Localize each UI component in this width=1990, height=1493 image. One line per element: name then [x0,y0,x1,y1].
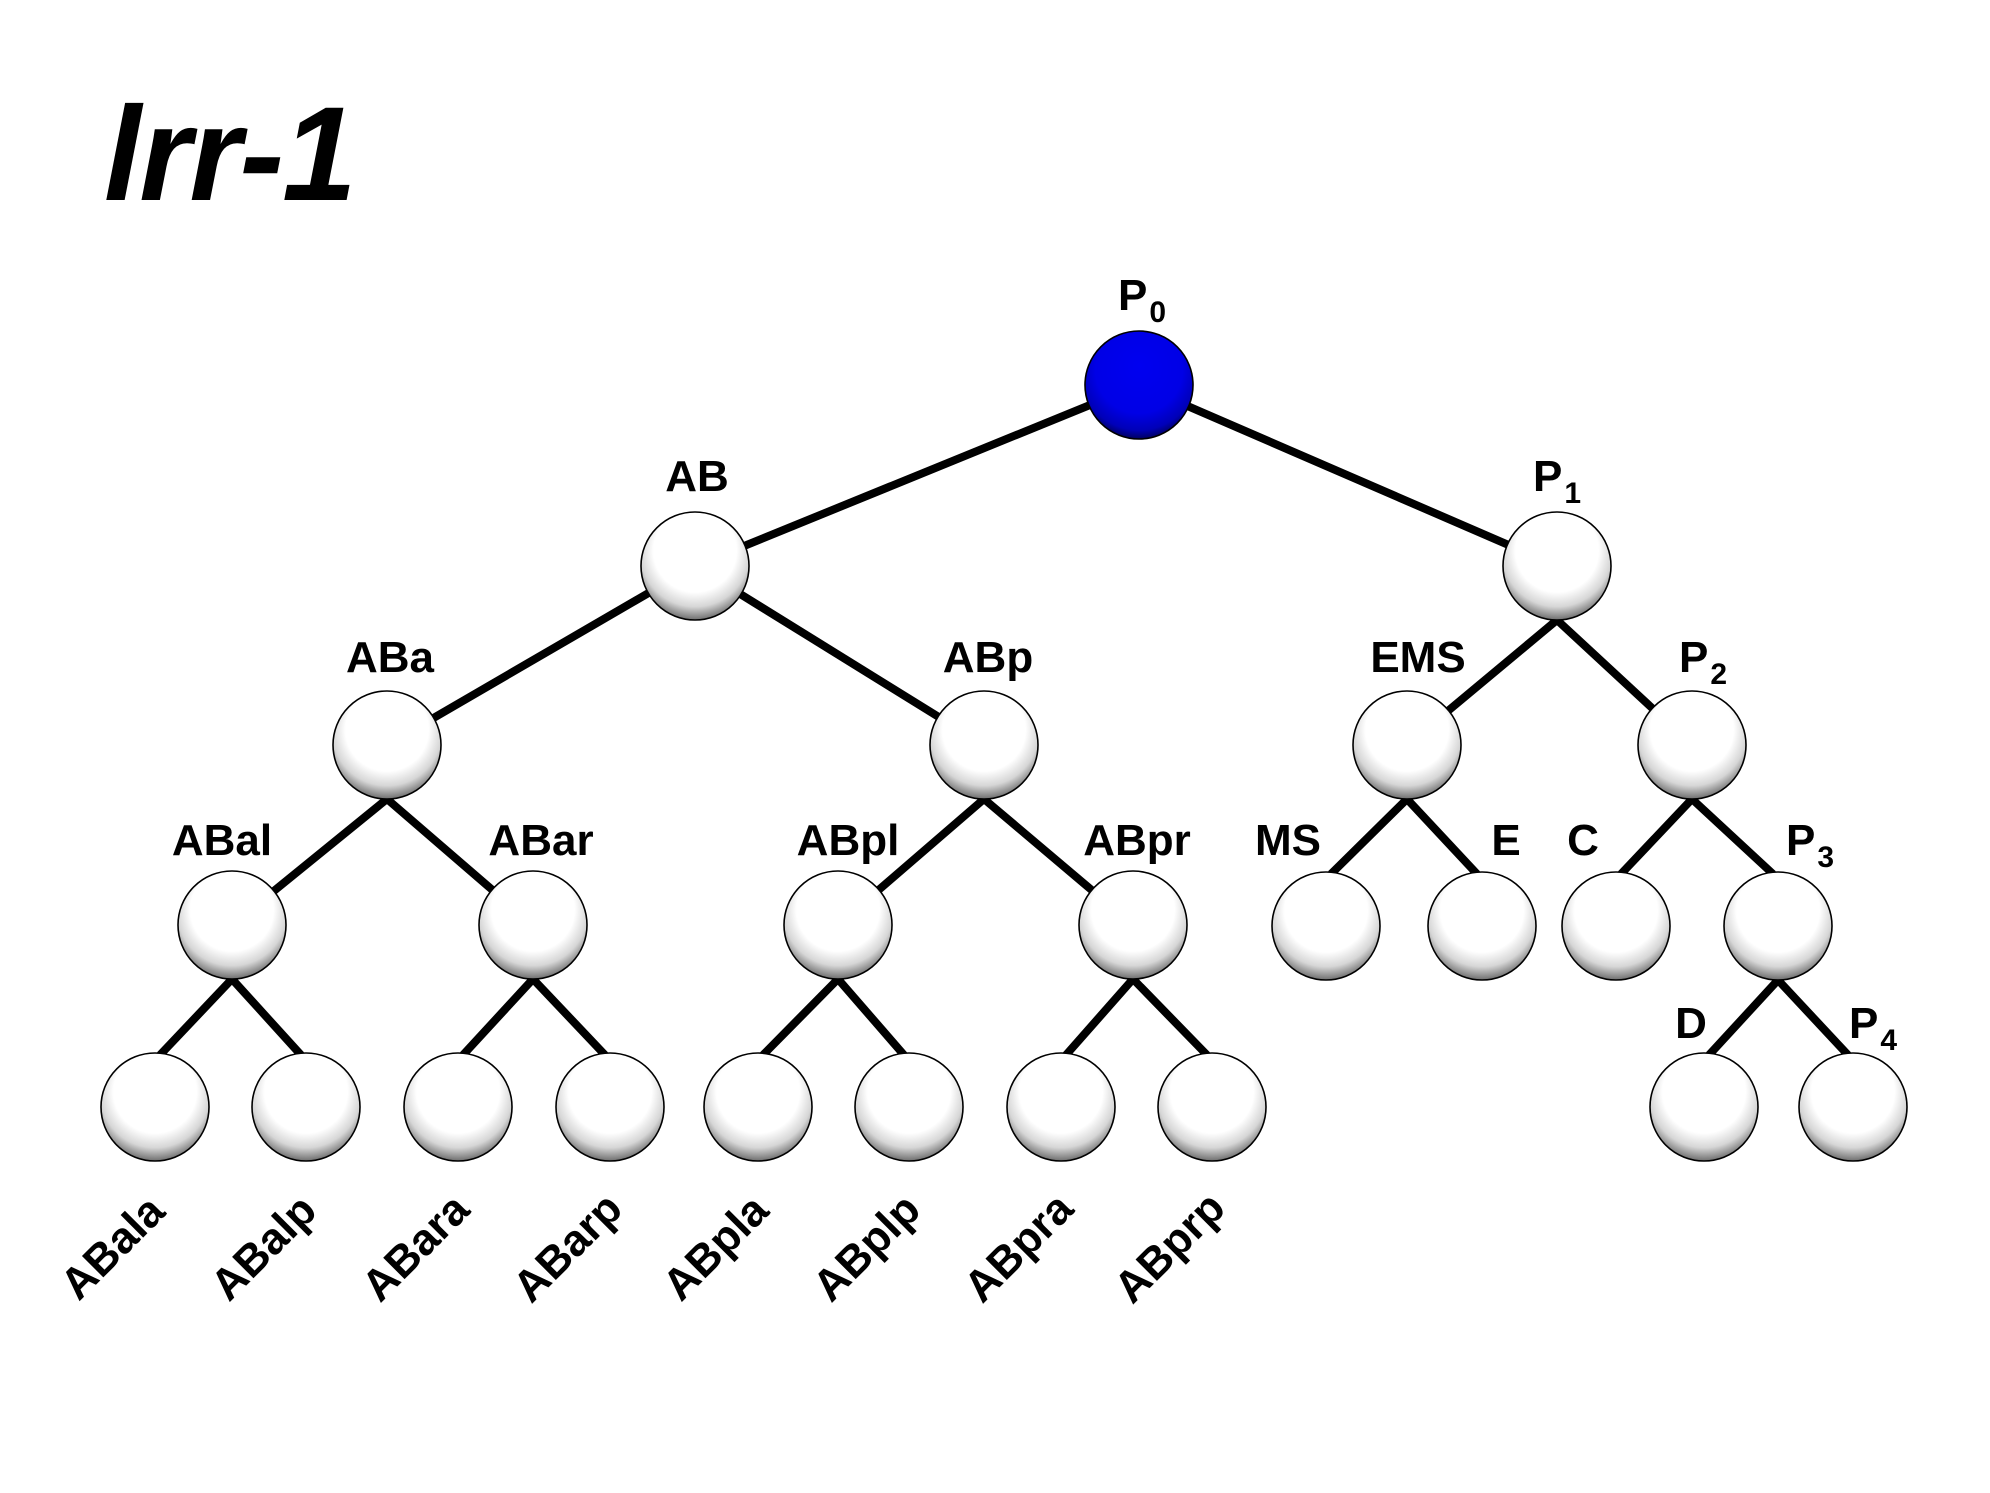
edge-ABar-ABarp [530,976,608,1058]
edge-ABa-ABar [384,795,500,897]
cell-node-P1 [1502,511,1612,621]
cell-node-P2 [1637,690,1747,800]
cell-label-EMS: EMS [1370,633,1465,682]
edge-P2-P3 [1689,796,1776,877]
cell-label-ABprp: ABprp [1105,1183,1235,1313]
cell-label-subscript: 1 [1564,477,1581,510]
edge-AB-ABa [384,562,698,749]
cell-node-ABplp [854,1052,964,1162]
edge-ABpr-ABpra [1062,976,1137,1058]
cell-node-ABa [332,690,442,800]
cell-label-P3: P3 [1786,816,1834,874]
edge-P2-C [1618,796,1695,877]
cell-node-ABpl [783,870,893,980]
cell-label-D: D [1675,999,1707,1048]
cell-node-ABalp [251,1052,361,1162]
cell-node-ABara [403,1052,513,1162]
cell-label-C: C [1567,816,1599,865]
edge-EMS-MS [1328,796,1410,877]
cell-label-ABa: ABa [346,633,435,682]
cell-label-ABala: ABala [51,1186,174,1309]
cell-label-ABara: ABara [352,1184,479,1311]
cell-node-MS [1271,871,1381,981]
edges-layer [157,381,1851,1058]
cell-node-P4 [1798,1052,1908,1162]
edge-ABpl-ABplp [834,976,908,1058]
cell-node-P0 [1084,330,1194,440]
cell-label-ABarp: ABarp [504,1184,632,1312]
cell-label-subscript: 4 [1880,1024,1897,1057]
cell-node-P3 [1723,871,1833,981]
cell-label-subscript: 3 [1817,841,1834,874]
cell-label-ABp: ABp [943,633,1033,682]
cell-label-AB: AB [665,452,729,501]
cell-label-P2: P2 [1679,633,1727,691]
cell-label-ABar: ABar [488,816,593,865]
cell-node-ABpra [1006,1052,1116,1162]
cell-node-ABp [929,690,1039,800]
cell-label-P1: P1 [1533,452,1581,510]
cell-label-ABpra: ABpra [955,1183,1083,1311]
edge-P0-P1 [1137,381,1559,570]
edge-P3-D [1706,977,1781,1058]
edge-ABal-ABala [157,976,235,1058]
cell-node-ABal [177,870,287,980]
edge-EMS-E [1404,796,1480,877]
cell-node-ABala [100,1052,210,1162]
cell-label-subscript: 2 [1710,658,1727,691]
cell-label-ABpl: ABpl [797,816,900,865]
edge-P1-EMS [1441,616,1560,718]
cell-node-ABarp [555,1052,665,1162]
cell-label-ABalp: ABalp [201,1185,326,1310]
cell-label-ABplp: ABplp [804,1185,930,1311]
edge-P0-AB [693,381,1141,570]
cell-label-ABpla: ABpla [653,1185,778,1310]
cell-node-ABar [478,870,588,980]
cell-label-P4: P4 [1849,999,1897,1057]
edge-ABpl-ABpla [760,976,841,1058]
cell-node-E [1427,871,1537,981]
cell-node-ABprp [1157,1052,1267,1162]
edge-P3-P4 [1775,977,1851,1058]
edge-P1-P2 [1554,617,1660,716]
cell-node-D [1649,1052,1759,1162]
cell-node-AB [640,511,750,621]
edge-ABal-ABalp [229,976,304,1058]
cell-node-ABpr [1078,870,1188,980]
cell-label-subscript: 0 [1149,296,1166,329]
edge-ABp-ABpr [981,795,1099,898]
nodes-layer [100,330,1908,1162]
edge-ABa-ABal [266,795,390,898]
cell-node-ABpla [703,1052,813,1162]
cell-node-C [1561,871,1671,981]
edge-ABp-ABpl [871,795,987,897]
edge-ABar-ABara [460,976,536,1058]
edge-ABpr-ABprp [1130,976,1210,1058]
cell-label-P0: P0 [1118,271,1166,329]
edge-AB-ABp [692,562,987,749]
cell-label-MS: MS [1255,816,1321,865]
diagram-title: lrr-1 [104,80,357,229]
cell-label-E: E [1491,816,1520,865]
cell-node-EMS [1352,690,1462,800]
cell-label-ABal: ABal [172,816,272,865]
cell-label-ABpr: ABpr [1083,816,1191,865]
